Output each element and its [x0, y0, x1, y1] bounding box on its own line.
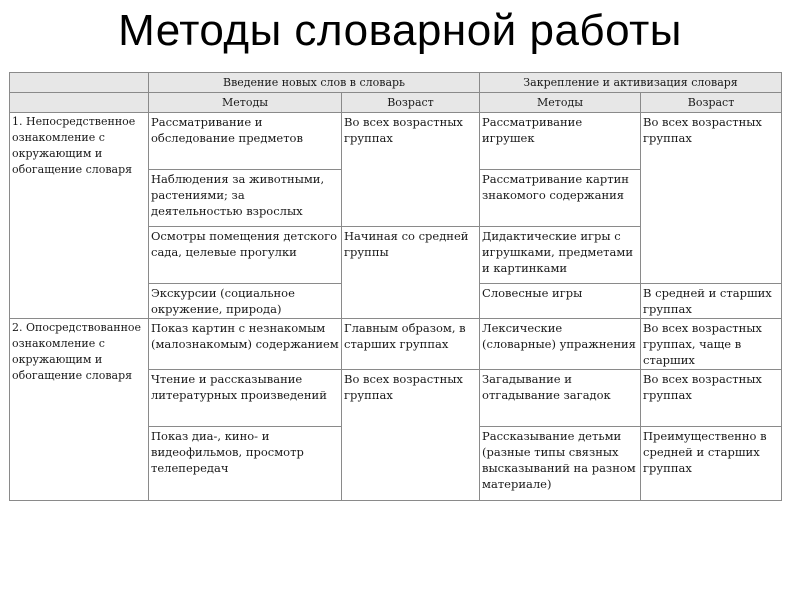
- table-row: Показ диа-, кино- и видеофильмов, просмо…: [10, 426, 783, 501]
- header-consolidation: Закрепление и активизация словаря: [479, 72, 783, 93]
- cons-method-cell: Словесные игры: [479, 283, 642, 319]
- intro-method-cell: Осмотры помещения детского сада, целевые…: [148, 226, 342, 284]
- intro-age-cell: Главным образом, в старших группах: [340, 318, 481, 370]
- header-empty-corner: [9, 72, 149, 93]
- cons-method-cell: Рассказывание детьми (разные типы связны…: [479, 426, 642, 501]
- cons-age-cell: Во всех возрастных группах: [640, 112, 783, 284]
- table-row: Чтение и рассказывание литературных прои…: [10, 369, 783, 501]
- intro-method-cell: Экскурсии (социальное окружение, природа…: [148, 283, 342, 319]
- intro-method-cell: Показ диа-, кино- и видеофильмов, просмо…: [148, 426, 342, 501]
- intro-method-cell: Показ картин с незнакомым (малознакомым)…: [148, 318, 342, 370]
- group-label-indirect: 2. Опосредствованное ознакомление с окру…: [9, 318, 149, 501]
- group-label-direct: 1. Непосредственное ознакомление с окруж…: [9, 112, 149, 319]
- header-cons-methods: Методы: [479, 92, 642, 113]
- table-row: Наблюдения за животными, растениями; за …: [10, 169, 782, 227]
- table-row: 1. Непосредственное ознакомление с окруж…: [9, 112, 783, 319]
- header-empty-corner-2: [9, 92, 149, 113]
- table-row: Осмотры помещения детского сада, целевые…: [10, 226, 782, 319]
- header-cons-age: Возраст: [640, 92, 783, 113]
- header-intro-methods: Методы: [148, 92, 342, 113]
- intro-method-cell: Наблюдения за животными, растениями; за …: [148, 169, 342, 227]
- header-intro: Введение новых слов в словарь: [147, 72, 481, 93]
- intro-method-cell: Чтение и рассказывание литературных прои…: [148, 369, 342, 427]
- header-row-sections: Введение новых слов в словарь Закреплени…: [9, 72, 783, 93]
- intro-age-cell: Во всех возрастных группах: [340, 112, 481, 227]
- cons-age-cell: Во всех возрастных группах: [640, 369, 783, 427]
- table-row: 2. Опосредствованное ознакомление с окру…: [9, 318, 783, 501]
- header-row-columns: Методы Возраст Методы Возраст: [9, 92, 783, 113]
- methods-table: Введение новых слов в словарь Закреплени…: [9, 72, 783, 501]
- cons-method-cell: Дидактические игры с игрушками, предмета…: [479, 226, 642, 284]
- table-row: Экскурсии (социальное окружение, природа…: [10, 283, 783, 319]
- cons-age-cell: Преимущественно в средней и старших груп…: [640, 426, 783, 501]
- intro-method-cell: Рассматривание и обследование предметов: [148, 112, 342, 170]
- cons-method-cell: Лексические (словарные) упражнения: [479, 318, 642, 370]
- cons-method-cell: Загадывание и отгадывание загадок: [479, 369, 642, 427]
- cons-method-cell: Рассматривание игрушек: [479, 112, 642, 170]
- cons-age-cell: Во всех возрастных группах, чаще в старш…: [640, 318, 783, 370]
- page-title: Методы словарной работы: [118, 6, 682, 55]
- header-intro-age: Возраст: [340, 92, 481, 113]
- intro-age-cell: Во всех возрастных группах: [340, 369, 481, 501]
- intro-age-cell: Начиная со средней группы: [340, 226, 481, 319]
- cons-method-cell: Рассматривание картин знакомого содержан…: [479, 169, 642, 227]
- cons-age-cell: В средней и старших группах: [640, 283, 783, 319]
